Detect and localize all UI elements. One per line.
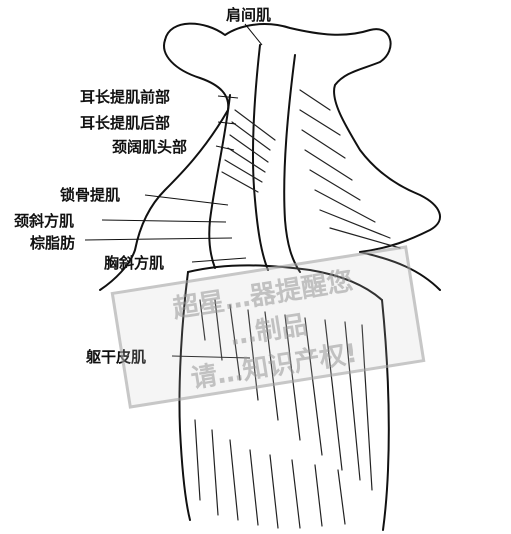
label-ear-anterior: 耳长提肌前部: [80, 86, 170, 107]
label-trapezius-top: 肩间肌: [226, 4, 271, 25]
label-brown-fat: 棕脂肪: [30, 232, 75, 253]
skull-outline: [165, 24, 440, 252]
label-neck-oblique: 颈斜方肌: [14, 210, 74, 231]
label-cervical-head: 颈阔肌头部: [112, 136, 187, 157]
label-chest-oblique: 胸斜方肌: [104, 252, 164, 273]
skull-left: [164, 40, 228, 110]
label-clavicle-lifter: 锁骨提肌: [60, 184, 120, 205]
neck-muscle-right: [284, 55, 300, 272]
neck-muscle-mid: [253, 45, 268, 270]
label-ear-posterior: 耳长提肌后部: [80, 112, 170, 133]
neck-muscle-left: [209, 95, 230, 268]
